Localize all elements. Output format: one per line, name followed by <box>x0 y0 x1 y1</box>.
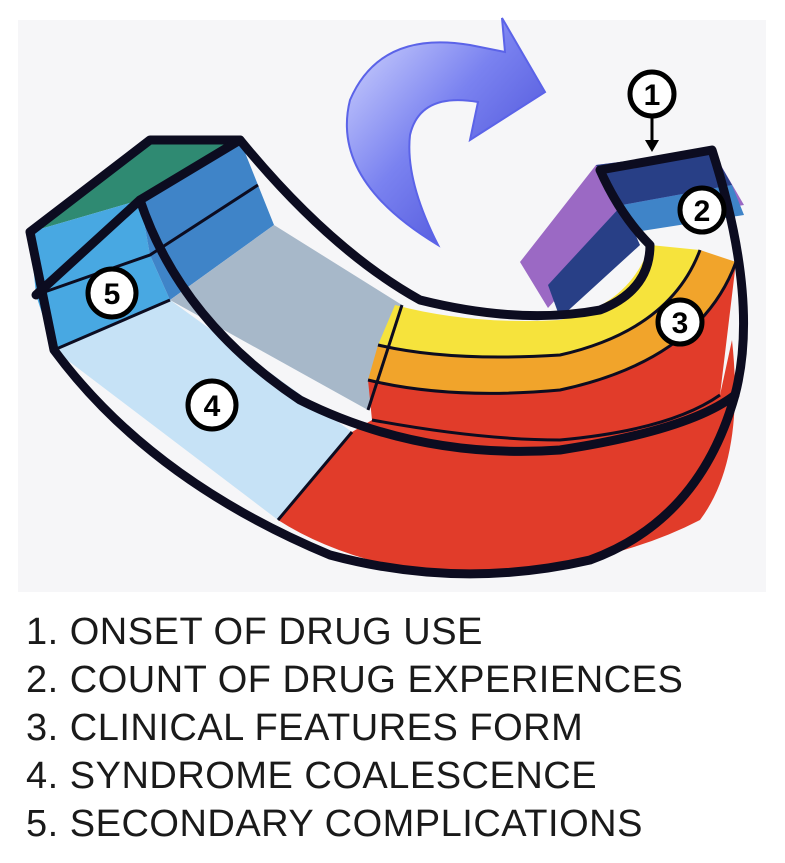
divider-5-4 <box>53 298 171 352</box>
svg-text:5: 5 <box>104 278 121 311</box>
legend-list: 1. ONSET OF DRUG USE 2. COUNT OF DRUG EX… <box>26 608 683 848</box>
marker-4: 4 <box>185 378 239 432</box>
divider-red-red <box>371 393 721 442</box>
segment-5-inner-upper <box>140 140 258 255</box>
segment-red-outer <box>278 340 735 575</box>
drug-use-progression-diagram: 1 2 3 4 5 <box>25 17 748 579</box>
svg-text:3: 3 <box>672 307 689 340</box>
marker-2: 2 <box>677 185 727 235</box>
curved-arrow-icon <box>345 17 547 248</box>
divider-4-red <box>276 431 354 521</box>
outline-outer <box>25 135 748 579</box>
svg-text:2: 2 <box>694 195 711 228</box>
marker-5: 5 <box>85 266 139 320</box>
legend-item-1: 1. ONSET OF DRUG USE <box>26 611 483 653</box>
divider-gray-yellow <box>366 304 404 411</box>
outline-group <box>25 135 748 579</box>
marker-1-pointer-head <box>645 140 659 152</box>
segment-yellow <box>378 245 700 358</box>
divider-yellow-orange <box>377 249 702 359</box>
segment-2-band-c <box>548 205 640 318</box>
divider-orange-red <box>367 261 738 395</box>
legend-item-3: 3. CLINICAL FEATURES FORM <box>26 707 584 749</box>
marker-1: 1 <box>627 69 677 119</box>
divider-5-mid <box>35 183 259 297</box>
arm-top-face <box>30 140 240 232</box>
outline-thin-group <box>35 183 738 521</box>
outline-arm-edge <box>31 135 245 300</box>
legend-item-2: 2. COUNT OF DRUG EXPERIENCES <box>26 659 684 701</box>
segment-gray <box>170 225 402 410</box>
svg-text:1: 1 <box>644 79 661 112</box>
segment-5-inner-lower <box>150 185 274 300</box>
segment-red-inner <box>368 262 736 440</box>
marker-3: 3 <box>655 297 705 347</box>
legend-item-5: 5. SECONDARY COMPLICATIONS <box>26 803 643 845</box>
legend-item-4: 4. SYNDROME COALESCENCE <box>26 755 598 797</box>
outline-inner-curve <box>135 195 740 456</box>
svg-text:4: 4 <box>204 390 221 423</box>
